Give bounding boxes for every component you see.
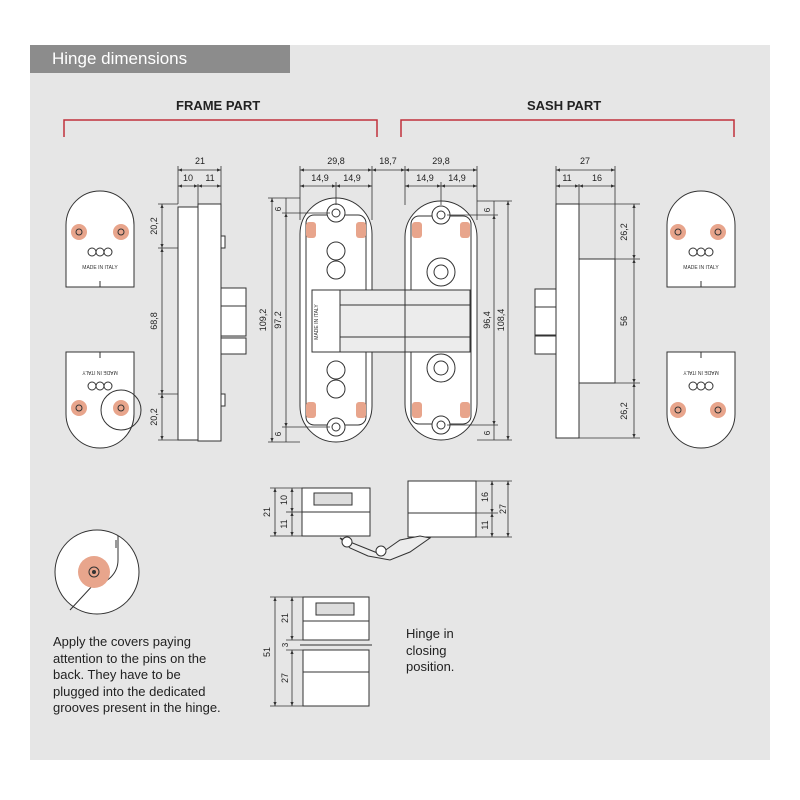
- dim-sash-side-a: 11: [562, 173, 571, 183]
- dim-sash-front-a: 14,9: [416, 173, 434, 183]
- covers-note-line: Apply the covers paying: [53, 634, 192, 649]
- sash-front-view: [404, 200, 478, 441]
- dim-plan-right-a: 16: [480, 492, 490, 502]
- dim-closed-top: 21: [280, 613, 290, 623]
- dim-frame-side-total: 21: [195, 156, 205, 166]
- covers-note-line: attention to the pins on the: [53, 650, 207, 666]
- dim-frame-offset-bottom: 6: [274, 431, 283, 436]
- frame-part-label: FRAME PART: [176, 98, 261, 113]
- plan-view: [301, 480, 477, 561]
- dim-closed-total: 51: [262, 647, 272, 657]
- sash-side-profile: [534, 203, 616, 439]
- dim-frame-height-inner: 97,2: [273, 311, 283, 329]
- frame-cover-top: [65, 190, 135, 288]
- page-title: Hinge dimensions: [52, 49, 188, 68]
- frame-cover-bottom-text: MADE IN ITALY: [82, 369, 118, 375]
- dim-sash-height-inner: 96,4: [482, 311, 492, 329]
- closed-hinge-dims: [270, 596, 303, 707]
- sash-cover-top: [666, 190, 736, 288]
- dim-plan-left-a: 10: [279, 495, 289, 505]
- dim-frame-side-b: 11: [205, 173, 214, 183]
- sash-side-dims: [555, 166, 640, 439]
- frame-side-dims: [158, 166, 222, 441]
- covers-note-line: plugged into the dedicated: [53, 683, 206, 699]
- diagram-panel: [30, 45, 770, 760]
- closing-note: Hinge in closing position.: [406, 626, 486, 676]
- dim-sash-offset-top: 6: [483, 207, 492, 212]
- sash-cover-bottom-text: MADE IN ITALY: [683, 369, 719, 375]
- dim-frame-mid: 68,8: [149, 312, 159, 330]
- dim-plan-left-total: 21: [262, 507, 272, 517]
- dim-sash-front-total: 29,8: [432, 156, 450, 166]
- dim-plan-left-b: 11: [279, 519, 289, 528]
- dim-plan-right-total: 27: [498, 504, 508, 514]
- frame-bracket: [63, 119, 378, 137]
- frame-front-view: [299, 197, 406, 443]
- dim-sash-height-outer: 108,4: [496, 309, 506, 332]
- closing-note-line: position.: [406, 659, 455, 674]
- sash-front-dims: [404, 166, 512, 441]
- closing-note-line: closing: [406, 642, 447, 658]
- dim-closed-bottom: 27: [280, 673, 290, 683]
- dim-frame-bottom: 20,2: [149, 408, 159, 426]
- dim-frame-height-outer: 109,2: [258, 309, 268, 332]
- frame-cover-top-text: MADE IN ITALY: [82, 265, 118, 271]
- cover-zoom-detail: [54, 529, 140, 615]
- dim-sash-side-b: 16: [592, 173, 602, 183]
- dim-frame-top: 20,2: [149, 217, 159, 235]
- dim-frame-front-total: 29,8: [327, 156, 345, 166]
- sash-pins: [412, 222, 470, 418]
- dim-sash-side-total: 27: [580, 156, 590, 166]
- sash-bracket: [400, 119, 735, 137]
- dim-sash-front-b: 14,9: [448, 173, 466, 183]
- plan-view-dims: [270, 480, 512, 538]
- dim-sash-mid: 56: [619, 316, 629, 326]
- frame-cover-bottom: [65, 351, 142, 449]
- closed-hinge-view: [300, 596, 372, 707]
- covers-note-line: grooves present in the hinge.: [53, 700, 221, 715]
- covers-note-line: back. They have to be: [53, 667, 181, 682]
- dim-gap: 18,7: [379, 156, 397, 166]
- dim-frame-front-b: 14,9: [343, 173, 361, 183]
- dim-frame-side-a: 10: [183, 173, 193, 183]
- sash-cover-top-text: MADE IN ITALY: [683, 265, 719, 271]
- covers-note: Apply the covers paying attention to the…: [53, 634, 253, 717]
- sash-part-label: SASH PART: [527, 98, 602, 113]
- dim-frame-offset-top: 6: [274, 206, 283, 211]
- dim-closed-gap: 3: [281, 642, 290, 647]
- closing-note-line: Hinge in: [406, 626, 454, 641]
- sash-cover-bottom: [666, 351, 736, 449]
- title-bar: Hinge dimensions: [30, 45, 290, 73]
- dim-sash-offset-bottom: 6: [483, 430, 492, 435]
- frame-side-profile: [177, 203, 247, 442]
- dim-frame-front-a: 14,9: [311, 173, 329, 183]
- dim-plan-right-b: 11: [480, 520, 490, 529]
- frame-front-text: MADE IN ITALY: [314, 304, 320, 340]
- frame-front-dims: [268, 166, 373, 443]
- frame-pins: [306, 222, 366, 418]
- dim-sash-bottom: 26,2: [619, 402, 629, 420]
- dim-sash-top: 26,2: [619, 223, 629, 241]
